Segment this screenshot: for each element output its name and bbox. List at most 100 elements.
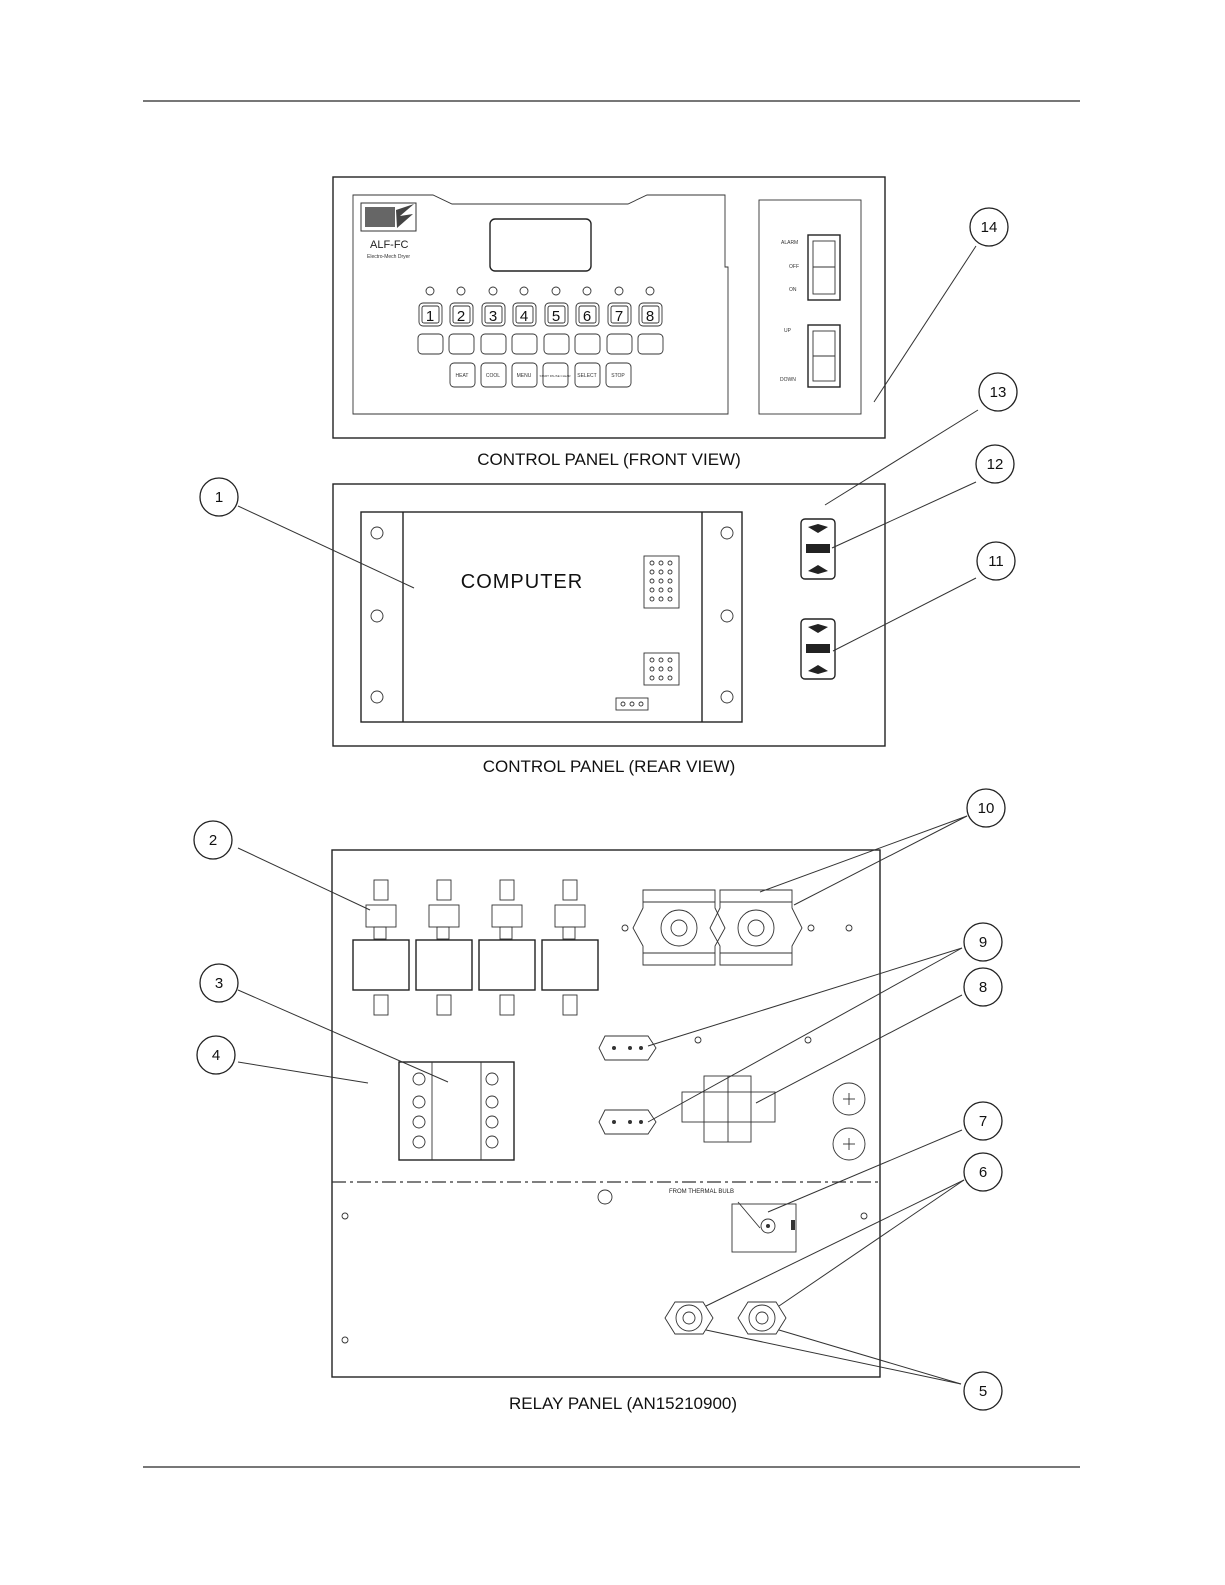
svg-text:11: 11 (988, 553, 1004, 570)
thermal-bulb-block (732, 1202, 796, 1252)
svg-text:COOL: COOL (486, 373, 500, 379)
terminal-block (399, 1062, 514, 1160)
stop-key[interactable]: STOP (606, 363, 631, 387)
round-plug-upper (833, 1083, 865, 1115)
svg-text:ALARM: ALARM (781, 240, 798, 246)
key-5[interactable]: 5 (545, 303, 568, 326)
alarm-switch[interactable]: ALARM OFF ON (781, 235, 840, 300)
svg-text:3: 3 (215, 975, 223, 992)
bulkhead-fitting-left (665, 1302, 713, 1334)
svg-text:5: 5 (552, 308, 560, 325)
callout-7: 7 (964, 1102, 1002, 1140)
small-relay-upper (599, 1036, 656, 1060)
contactor-2 (416, 880, 472, 1015)
blank-key-row (418, 334, 663, 354)
transformer (682, 1076, 775, 1142)
menu-key[interactable]: MENU (512, 363, 537, 387)
svg-text:HEAT: HEAT (456, 373, 469, 379)
key-1[interactable]: 1 (419, 303, 442, 326)
up-down-switch[interactable]: UP DOWN (780, 325, 840, 387)
round-plug-lower (833, 1128, 865, 1160)
svg-text:4: 4 (212, 1047, 220, 1064)
function-keys: HEAT COOL MENU START PAUSE CLEAR SELECT … (450, 363, 631, 387)
rear-switch-upper (801, 519, 835, 579)
svg-text:OFF: OFF (789, 264, 799, 270)
svg-text:7: 7 (615, 308, 623, 325)
computer-label: COMPUTER (461, 571, 583, 593)
svg-text:STOP: STOP (611, 373, 625, 379)
caption-rear-view: CONTROL PANEL (REAR VIEW) (483, 757, 736, 776)
svg-text:6: 6 (583, 308, 591, 325)
bulkhead-fitting-right (738, 1302, 786, 1334)
number-keys: 1 2 3 4 5 6 7 8 (419, 303, 662, 326)
small-relay-lower (599, 1110, 656, 1134)
callout-4: 4 (197, 1036, 235, 1074)
rear-switch-lower (801, 619, 835, 679)
svg-text:10: 10 (978, 800, 995, 817)
key-3[interactable]: 3 (482, 303, 505, 326)
model-sub-label: Electro-Mech Dryer (367, 254, 410, 260)
key-7[interactable]: 7 (608, 303, 631, 326)
callout-1: 1 (200, 478, 238, 516)
cool-key[interactable]: COOL (481, 363, 506, 387)
key-2[interactable]: 2 (450, 303, 473, 326)
callout-5: 5 (964, 1372, 1002, 1410)
caption-relay-panel: RELAY PANEL (AN15210900) (509, 1394, 737, 1413)
model-label: ALF-FC (370, 239, 409, 251)
select-key[interactable]: SELECT (575, 363, 600, 387)
svg-text:9: 9 (979, 934, 987, 951)
svg-text:DOWN: DOWN (780, 377, 796, 383)
contactor-1 (353, 880, 409, 1015)
header-pins (616, 698, 648, 710)
svg-text:14: 14 (981, 219, 998, 236)
svg-text:3: 3 (489, 308, 497, 325)
svg-text:MENU: MENU (517, 373, 532, 379)
connector-block-small (644, 653, 679, 685)
control-panel-front-view: ALF-FC Electro-Mech Dryer 1 2 3 4 5 6 7 … (333, 177, 885, 438)
svg-text:5: 5 (979, 1383, 987, 1400)
key-4[interactable]: 4 (513, 303, 536, 326)
key-8[interactable]: 8 (639, 303, 662, 326)
logo-icon (361, 203, 416, 231)
svg-text:UP: UP (784, 328, 792, 334)
contactor-4 (542, 880, 598, 1015)
svg-text:1: 1 (426, 308, 434, 325)
relay-panel: FROM THERMAL BULB (332, 850, 880, 1377)
thermal-bulb-note: FROM THERMAL BULB (669, 1189, 734, 1195)
svg-text:2: 2 (209, 832, 217, 849)
svg-text:12: 12 (987, 456, 1004, 473)
svg-text:8: 8 (646, 308, 654, 325)
key-6[interactable]: 6 (576, 303, 599, 326)
callout-2: 2 (194, 821, 232, 859)
led-row (426, 287, 654, 295)
callout-11: 11 (977, 542, 1015, 580)
svg-text:2: 2 (457, 308, 465, 325)
heat-key[interactable]: HEAT (450, 363, 475, 387)
control-panel-rear-view: COMPUTER (333, 484, 885, 746)
svg-text:6: 6 (979, 1164, 987, 1181)
svg-text:1: 1 (215, 489, 223, 506)
callout-10: 10 (967, 789, 1005, 827)
start-pause-clear-key[interactable]: START PAUSE CLEAR (539, 363, 571, 387)
relay-socket-left (633, 890, 725, 965)
svg-text:7: 7 (979, 1113, 987, 1130)
leader-lines (238, 246, 978, 1384)
callout-9: 9 (964, 923, 1002, 961)
callout-13: 13 (979, 373, 1017, 411)
svg-text:13: 13 (990, 384, 1007, 401)
display-window (490, 219, 591, 271)
relay-socket-right (710, 890, 802, 965)
callout-14: 14 (970, 208, 1008, 246)
svg-text:START PAUSE CLEAR: START PAUSE CLEAR (539, 374, 571, 378)
connector-block-large (644, 556, 679, 608)
contactor-3 (479, 880, 535, 1015)
svg-text:ON: ON (789, 287, 797, 293)
callout-8: 8 (964, 968, 1002, 1006)
callout-6: 6 (964, 1153, 1002, 1191)
svg-text:4: 4 (520, 308, 528, 325)
callout-3: 3 (200, 964, 238, 1002)
caption-front-view: CONTROL PANEL (FRONT VIEW) (477, 450, 741, 469)
callout-12: 12 (976, 445, 1014, 483)
svg-text:8: 8 (979, 979, 987, 996)
